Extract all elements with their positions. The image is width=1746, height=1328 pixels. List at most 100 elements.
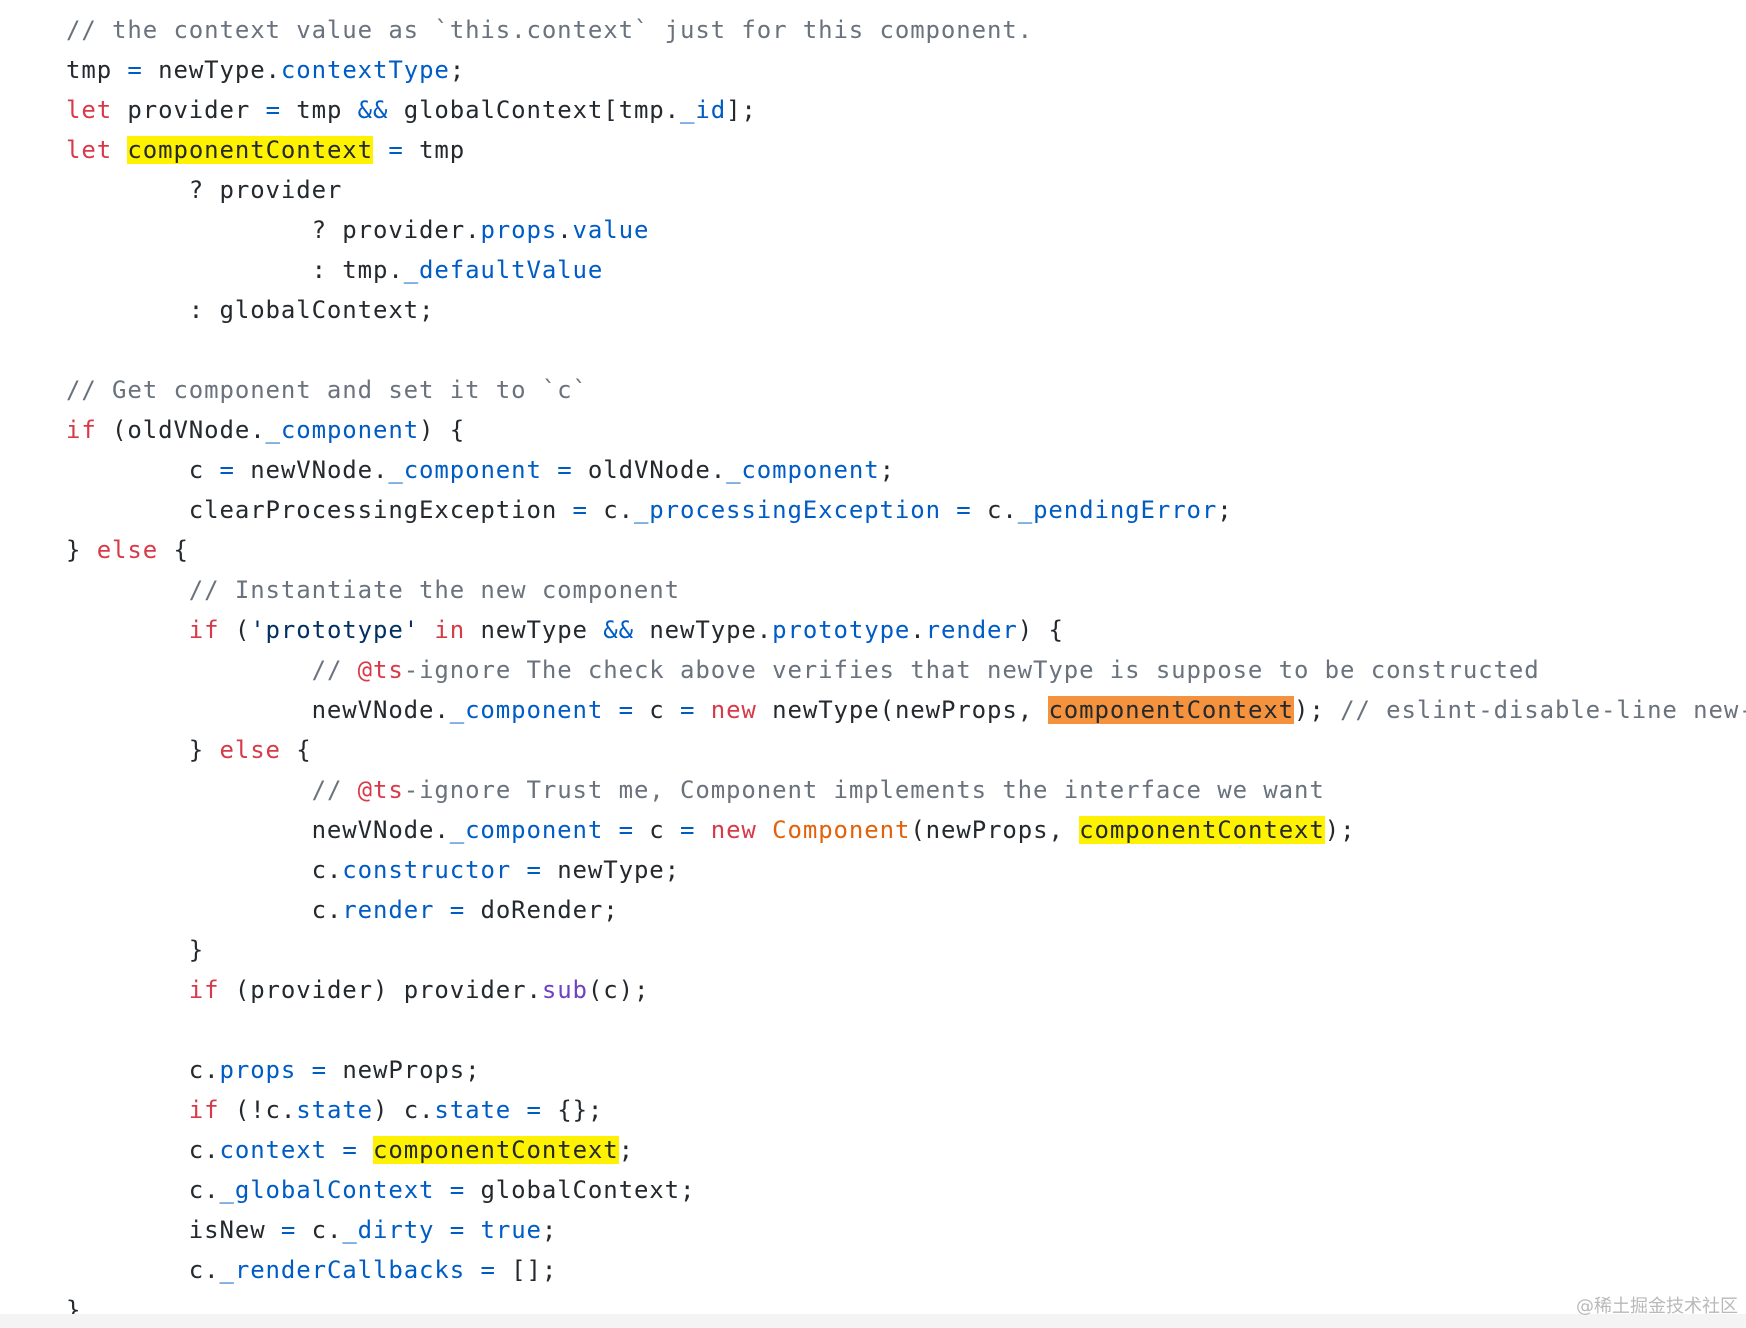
code-token: [66, 576, 189, 604]
code-token: ) {: [1017, 616, 1064, 644]
code-line: }: [66, 930, 1746, 970]
code-token: [66, 616, 189, 644]
code-token: new: [710, 696, 757, 724]
code-token: c.: [587, 496, 634, 524]
code-token: _processingException: [633, 496, 941, 524]
code-line: newVNode._component = c = new newType(ne…: [66, 690, 1746, 730]
code-token: props: [480, 216, 558, 244]
code-token: [695, 696, 710, 724]
code-line: } else {: [66, 730, 1746, 770]
code-token: [434, 1176, 449, 1204]
code-token: if: [188, 976, 220, 1004]
code-token: _dirty: [342, 1216, 435, 1244]
code-token: tmp: [280, 96, 358, 124]
code-token: =: [342, 1136, 358, 1164]
code-line: if ('prototype' in newType && newType.pr…: [66, 610, 1746, 650]
code-token: (oldVNode.: [96, 416, 266, 444]
code-token: ? provider: [66, 176, 343, 204]
code-token: &&: [603, 616, 634, 644]
code-token: =: [449, 1216, 466, 1244]
code-token: =: [265, 96, 281, 124]
code-token: ;: [541, 1216, 558, 1244]
code-token: render: [925, 616, 1018, 644]
code-line: : globalContext;: [66, 290, 1746, 330]
code-token: newType;: [541, 856, 681, 884]
code-token: [511, 1096, 526, 1124]
code-token: -ignore Trust me, Component implements t…: [403, 776, 1325, 804]
code-token: : globalContext;: [66, 296, 435, 324]
code-token: =: [449, 1176, 466, 1204]
code-token: props: [219, 1056, 297, 1084]
code-token: .: [910, 616, 926, 644]
code-token: c: [633, 696, 681, 724]
code-token: oldVNode.: [572, 456, 727, 484]
highlighted-token: componentContext: [1079, 816, 1325, 844]
code-token: newType.: [633, 616, 773, 644]
code-line: } else {: [66, 530, 1746, 570]
code-line: c.context = componentContext;: [66, 1130, 1746, 1170]
code-line: [66, 330, 1746, 370]
code-token: =: [680, 816, 696, 844]
code-token: c.: [66, 1256, 220, 1284]
code-token: constructor: [342, 856, 512, 884]
code-token: c: [66, 456, 220, 484]
code-token: [66, 656, 312, 684]
code-line: if (!c.state) c.state = {};: [66, 1090, 1746, 1130]
code-token: [373, 136, 388, 164]
code-line: // @ts-ignore Trust me, Component implem…: [66, 770, 1746, 810]
code-token: in: [434, 616, 466, 644]
code-token: [296, 1056, 311, 1084]
code-token: c.: [971, 496, 1018, 524]
code-line: : tmp._defaultValue: [66, 250, 1746, 290]
code-token: newType.: [142, 56, 281, 84]
code-token: newVNode.: [66, 816, 450, 844]
code-token: (newProps,: [910, 816, 1080, 844]
highlighted-token: componentContext: [127, 136, 374, 164]
code-token: =: [526, 1096, 542, 1124]
code-token: ) {: [419, 416, 466, 444]
code-token: _globalContext: [219, 1176, 435, 1204]
code-token: _pendingError: [1017, 496, 1218, 524]
code-token: _defaultValue: [403, 256, 604, 284]
code-token: {: [280, 736, 312, 764]
code-token: if: [188, 616, 220, 644]
code-token: =: [618, 816, 634, 844]
code-token: ;: [1217, 496, 1233, 524]
code-line: let componentContext = tmp: [66, 130, 1746, 170]
code-token: ) c.: [373, 1096, 435, 1124]
code-token: (c);: [587, 976, 650, 1004]
code-token: =: [480, 1256, 496, 1284]
bottom-edge: [0, 1314, 1746, 1328]
code-token: [434, 1216, 449, 1244]
code-token: state: [296, 1096, 373, 1124]
code-token: //: [311, 776, 358, 804]
code-token: c.: [296, 1216, 343, 1244]
code-token: =: [618, 696, 634, 724]
code-token: let: [66, 136, 113, 164]
code-token: =: [280, 1216, 297, 1244]
code-token: _component: [726, 456, 880, 484]
code-token: [603, 696, 618, 724]
code-token: // Get component and set it to `c`: [66, 376, 588, 404]
code-token: }: [66, 536, 97, 564]
code-line: tmp = newType.contextType;: [66, 50, 1746, 90]
code-token: (!c.: [219, 1096, 297, 1124]
code-token: c: [633, 816, 681, 844]
code-token: else: [219, 736, 281, 764]
code-token: 'prototype': [250, 616, 420, 644]
code-line: // Instantiate the new component: [66, 570, 1746, 610]
code-token: contextType: [280, 56, 450, 84]
code-token: ];: [726, 96, 757, 124]
code-token: @ts: [357, 656, 404, 684]
code-line: c.props = newProps;: [66, 1050, 1746, 1090]
code-line: clearProcessingException = c._processing…: [66, 490, 1746, 530]
code-token: [112, 136, 127, 164]
code-token: [66, 776, 312, 804]
code-token: new: [710, 816, 757, 844]
code-token: globalContext;: [465, 1176, 696, 1204]
code-token: render: [342, 896, 435, 924]
code-token: =: [572, 496, 588, 524]
code-token: doRender;: [465, 896, 619, 924]
code-line: if (provider) provider.sub(c);: [66, 970, 1746, 1010]
